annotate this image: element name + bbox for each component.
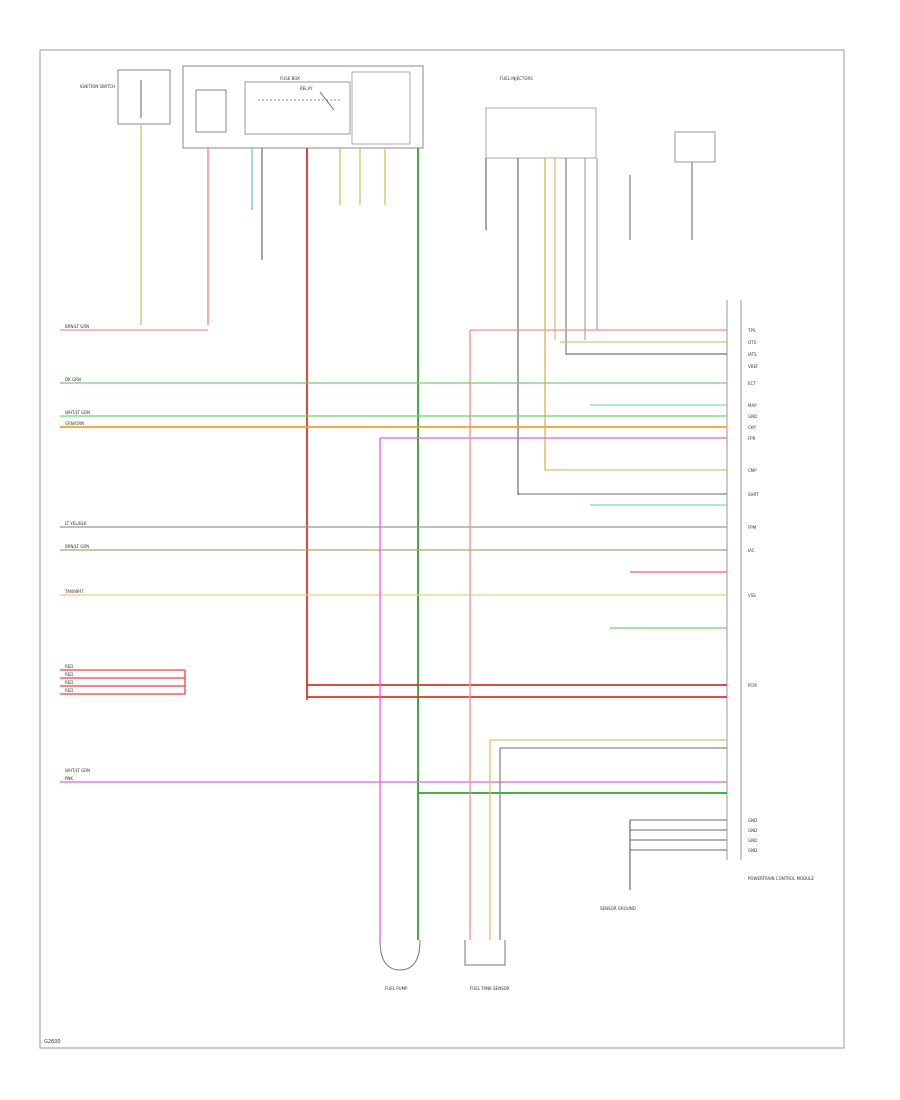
wire-label-2: DK GRN bbox=[65, 377, 81, 382]
injector-connector-component: FUEL INJECTORS bbox=[485, 76, 597, 159]
wire-label-8: RED bbox=[65, 664, 73, 669]
pin-label-17: GND bbox=[748, 828, 757, 833]
pin-label-12: FPM bbox=[748, 525, 757, 530]
diagram-border bbox=[39, 49, 845, 1049]
ignition-switch-label: IGNITION SWITCH bbox=[80, 84, 115, 89]
pin-label-3: IATS bbox=[748, 352, 757, 357]
wire-label-4: GRN/ORN bbox=[65, 421, 84, 426]
pin-label-18: GND bbox=[748, 838, 757, 843]
pin-label-15: PCM bbox=[748, 683, 757, 688]
sensor-ground-component: SENSOR GROUND bbox=[600, 906, 636, 911]
wire-label-6: BRN/LT GRN bbox=[65, 544, 89, 549]
fuse-box-label: FUSE BOX bbox=[280, 76, 300, 81]
pcm-label: POWERTRAIN CONTROL MODULE bbox=[748, 876, 814, 881]
pin-label-6: MAP bbox=[748, 403, 757, 408]
wire-label-12: WHT/LT GRN bbox=[65, 768, 90, 773]
pin-label-4: VREF bbox=[748, 364, 759, 369]
vertical-wires-top bbox=[140, 124, 693, 940]
pin-label-19: GND bbox=[748, 848, 757, 853]
wire-label-3: WHT/LT GRN bbox=[65, 410, 90, 415]
wire-label-7: TAN/WHT bbox=[64, 589, 84, 594]
pin-label-10: CMP bbox=[748, 468, 757, 473]
pin-label-13: IAC bbox=[748, 548, 755, 553]
pin-label-2: OTS bbox=[748, 340, 757, 345]
wire-label-5: LT YEL/BLK bbox=[65, 521, 87, 526]
pin-label-9: FPR bbox=[748, 436, 756, 441]
pin-label-7: GND bbox=[748, 414, 757, 419]
pin-label-1: TPS bbox=[747, 328, 756, 333]
sensor-ground-label: SENSOR GROUND bbox=[600, 906, 636, 911]
wire-label-13: PNK bbox=[65, 776, 73, 781]
fuse-box-component: FUSE BOX RELAY bbox=[182, 65, 424, 149]
wire-label-10: RED bbox=[65, 680, 73, 685]
footer-code: G2600 bbox=[44, 1039, 61, 1045]
relay-label: RELAY bbox=[300, 86, 313, 91]
injectors-label: FUEL INJECTORS bbox=[500, 76, 533, 81]
left-wire-labels: BRN/LT GRN DK GRN WHT/LT GRN GRN/ORN LT … bbox=[64, 324, 90, 781]
wire-label-9: RED bbox=[65, 672, 73, 677]
pcm-connector: POWERTRAIN CONTROL MODULE bbox=[726, 300, 814, 881]
fuel-pump-label: FUEL PUMP bbox=[385, 986, 408, 991]
vertical-wires-bottom bbox=[184, 330, 631, 940]
sensor-top-right bbox=[674, 131, 716, 163]
right-pin-labels: TPS OTS IATS VREF ECT MAP GND CKP FPR CM… bbox=[747, 328, 759, 853]
wire-label-1: BRN/LT GRN bbox=[65, 324, 89, 329]
pin-label-16: GND bbox=[748, 818, 757, 823]
fuel-pump-component: FUEL PUMP bbox=[379, 939, 421, 991]
pin-label-5: ECT bbox=[748, 381, 756, 386]
fuel-tank-sensor-label: FUEL TANK SENSOR bbox=[470, 986, 510, 991]
pin-label-11: SHRT bbox=[748, 492, 759, 497]
pin-label-14: VSS bbox=[748, 593, 756, 598]
fuel-tank-sensor-component: FUEL TANK SENSOR bbox=[464, 940, 510, 991]
wire-label-11: RED bbox=[65, 688, 73, 693]
horizontal-wires bbox=[60, 329, 727, 851]
pin-label-8: CKP bbox=[748, 425, 756, 430]
ignition-switch-component: IGNITION SWITCH bbox=[80, 69, 171, 125]
